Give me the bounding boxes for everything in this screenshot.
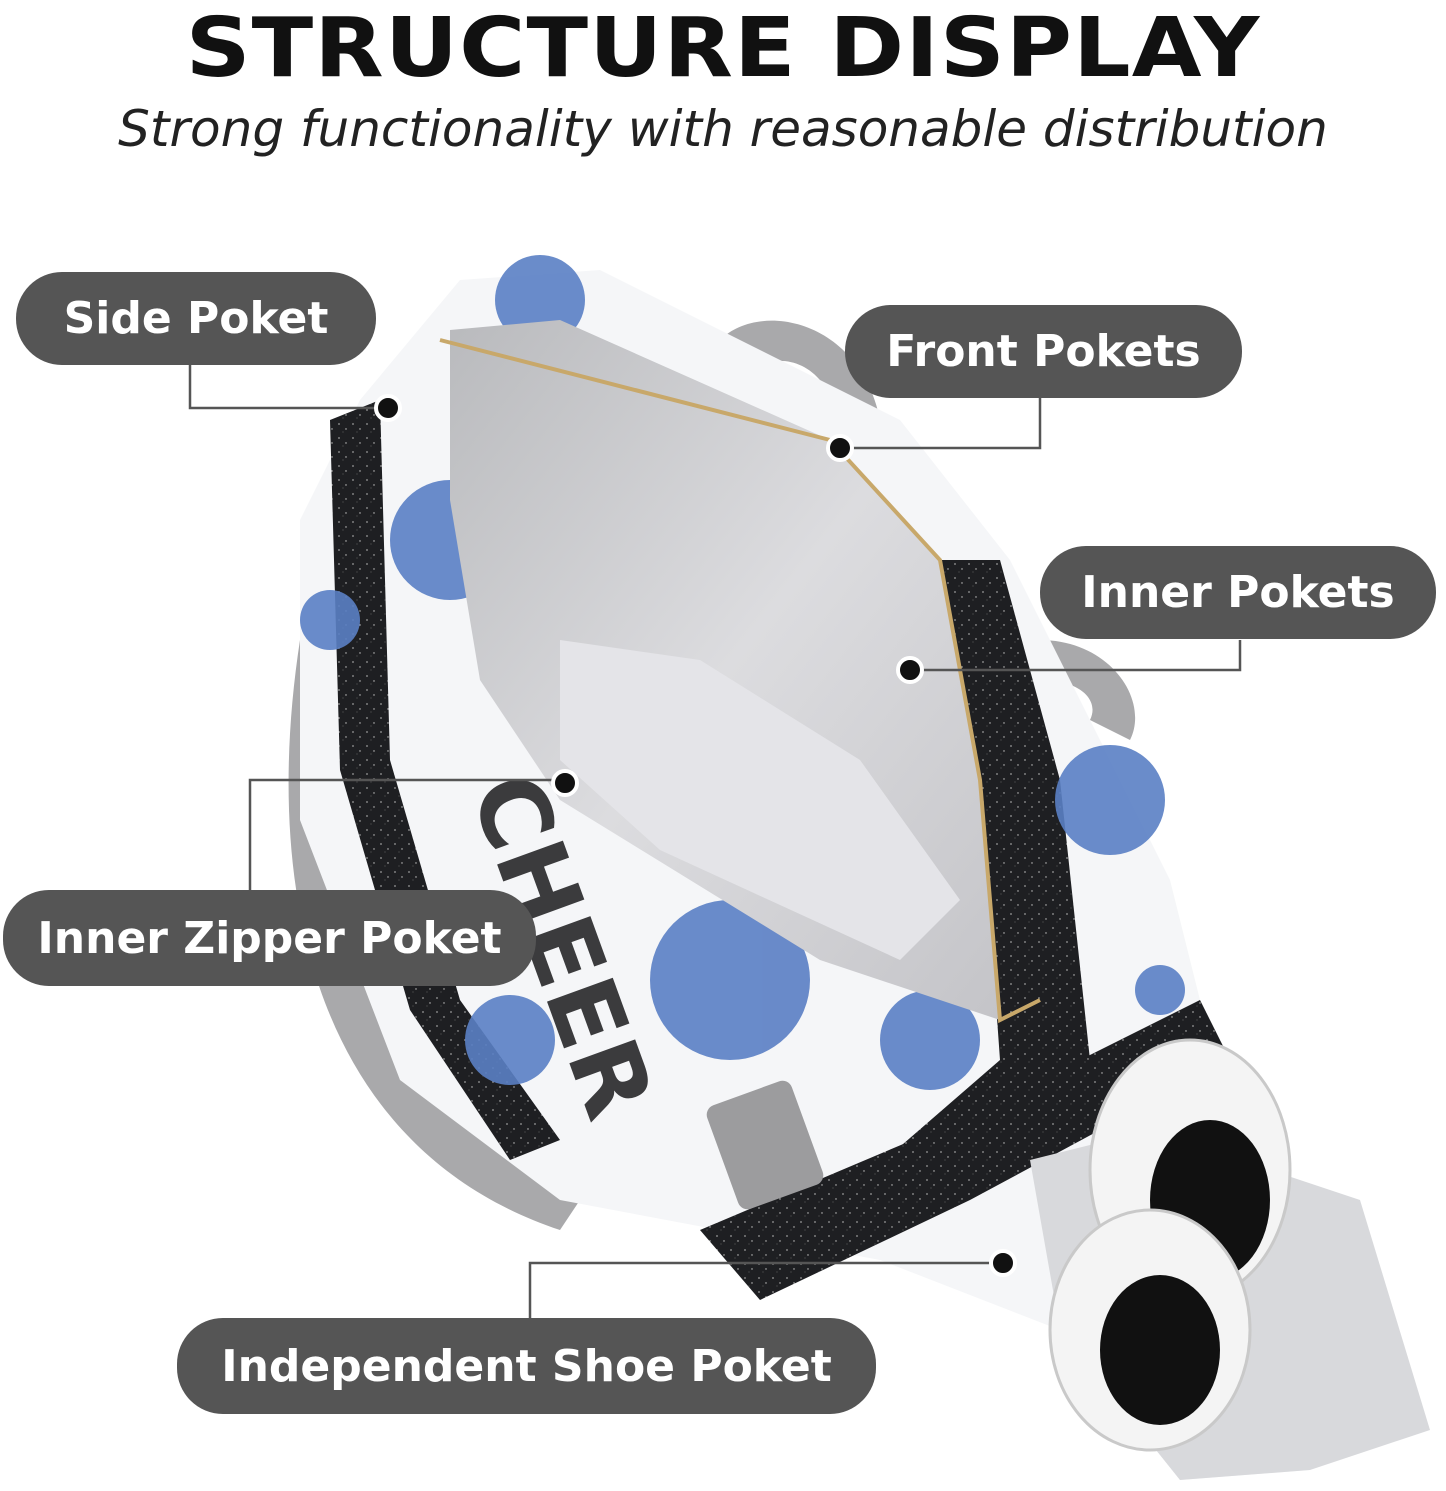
inner-pocket xyxy=(560,640,960,960)
page-title: STRUCTURE DISPLAY xyxy=(185,1,1261,96)
shoe-pocket-dot xyxy=(989,1249,1017,1277)
side-handle xyxy=(1040,640,1136,740)
glitter-stripe-bottom xyxy=(700,1000,1230,1300)
callout-dots xyxy=(374,394,1017,1277)
page-subtitle: Strong functionality with reasonable dis… xyxy=(118,100,1328,158)
inner-zipper-pocket-label: Inner Zipper Poket xyxy=(3,890,536,986)
side-pocket-label: Side Poket xyxy=(16,272,376,365)
side-pocket-dot xyxy=(374,394,402,422)
front-pockets-dot xyxy=(826,434,854,462)
inner-pockets-dot xyxy=(896,656,924,684)
independent-shoe-pocket-label: Independent Shoe Poket xyxy=(177,1318,876,1414)
leader-lines xyxy=(188,365,1242,1318)
sneakers xyxy=(1048,1038,1292,1452)
inner-zipper-dot xyxy=(551,769,579,797)
glitter-stripe-right xyxy=(850,560,1090,1230)
front-pockets-label: Front Pokets xyxy=(845,305,1242,398)
inner-pockets-label: Inner Pokets xyxy=(1040,546,1436,639)
strap-buckle xyxy=(706,1080,824,1210)
shoulder-strap xyxy=(288,640,600,1230)
